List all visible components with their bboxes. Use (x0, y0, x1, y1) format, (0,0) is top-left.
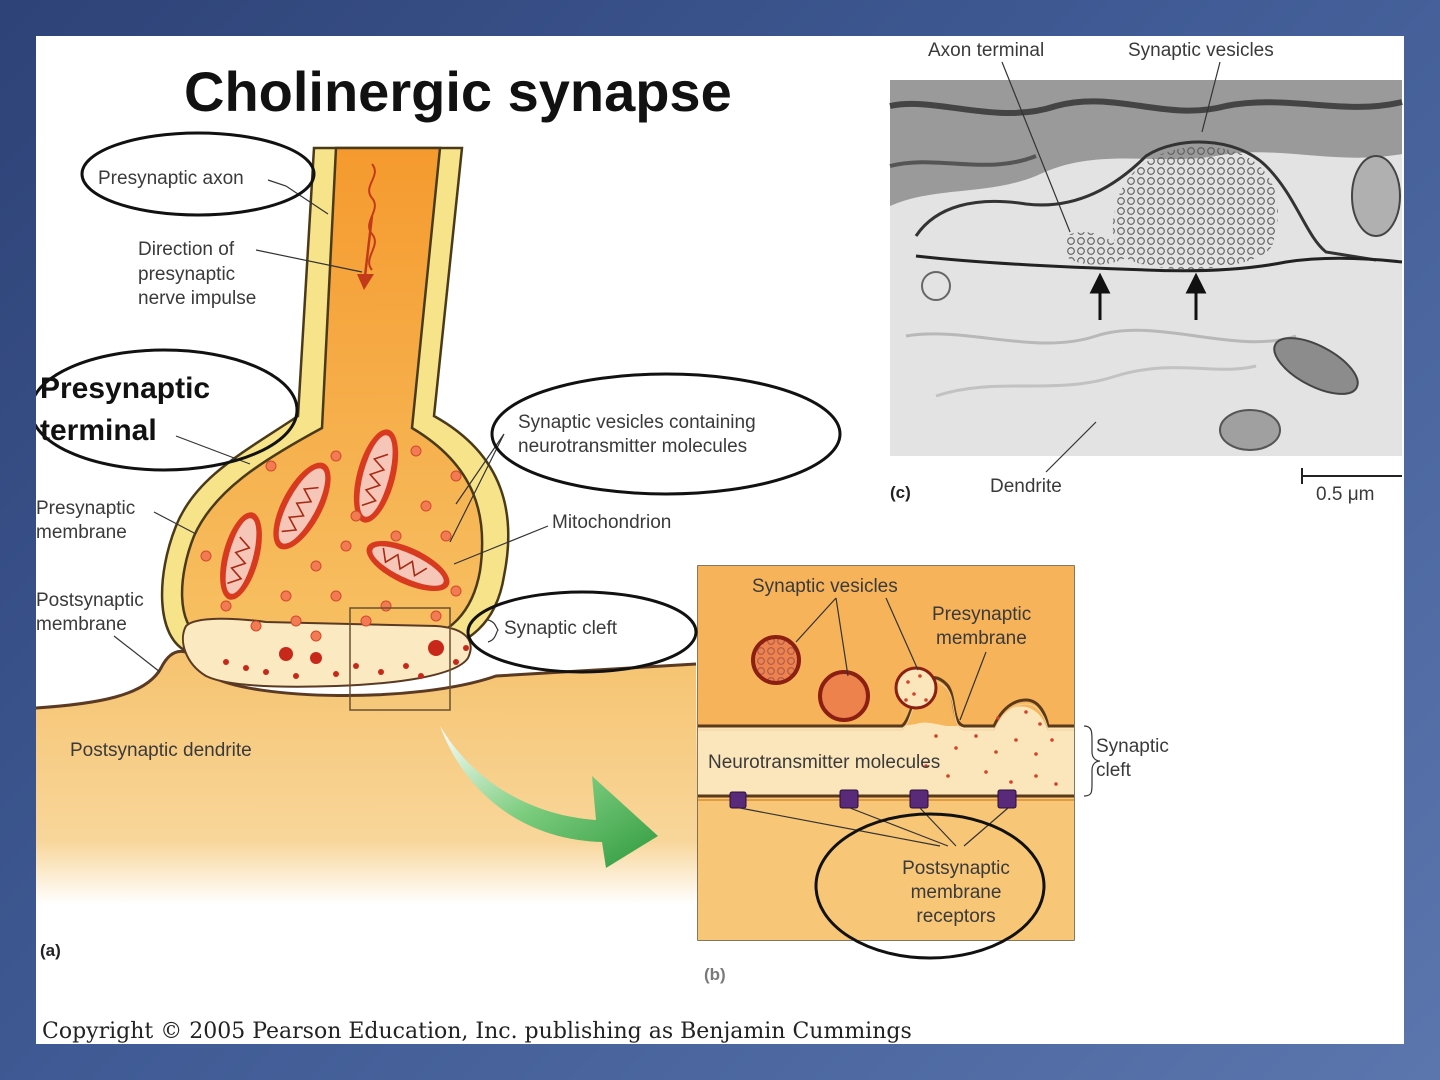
label-b-receptors-2: membrane (911, 882, 1002, 903)
label-postsynaptic-membrane-1: Postsynaptic (36, 590, 144, 611)
label-presynaptic-axon: Presynaptic axon (98, 168, 244, 189)
label-b-presynaptic-membrane-2: membrane (936, 628, 1027, 649)
impulse-arrow-head (357, 274, 374, 290)
label-vesicles-1: Synaptic vesicles containing (518, 412, 756, 433)
highlight-oval-terminal (36, 348, 299, 472)
label-vesicles-2: neurotransmitter molecules (518, 436, 747, 457)
panel-a: Presynaptic axon Direction of presynapti… (36, 131, 842, 960)
panel-c-label: (c) (890, 483, 911, 502)
label-c-dendrite: Dendrite (990, 476, 1062, 497)
zoom-arrow (440, 726, 658, 868)
panel-b: Synaptic vesicles Presynaptic membrane N… (697, 565, 1169, 984)
panel-a-label: (a) (40, 941, 61, 960)
label-direction-3: nerve impulse (138, 288, 256, 309)
highlight-oval-cleft (466, 590, 698, 674)
copyright: Copyright © 2005 Pearson Education, Inc.… (42, 1019, 912, 1044)
label-b-cleft-1: Synaptic (1096, 736, 1169, 757)
label-b-presynaptic-membrane-1: Presynaptic (932, 604, 1031, 625)
receptors (729, 789, 1017, 809)
label-presynaptic-terminal-1: Presynaptic (40, 372, 210, 405)
synaptic-vesicles-a (200, 445, 462, 642)
slide-title: Cholinergic synapse (184, 60, 732, 123)
panel-c: Axon terminal Synaptic vesicles Dendrite… (889, 40, 1403, 505)
label-b-neurotransmitter: Neurotransmitter molecules (708, 752, 940, 773)
release-sites (223, 640, 469, 679)
slide: Cholinergic synapse (36, 36, 1404, 1044)
highlight-oval-axon (80, 131, 316, 217)
label-postsynaptic-membrane-2: membrane (36, 614, 127, 635)
label-b-cleft-2: cleft (1096, 760, 1132, 781)
label-mitochondrion: Mitochondrion (552, 512, 671, 533)
postsynaptic-dendrite-shape (36, 651, 698, 904)
label-synaptic-cleft: Synaptic cleft (504, 618, 618, 639)
label-presynaptic-membrane-2: membrane (36, 522, 127, 543)
zoom-box (349, 607, 451, 711)
label-b-receptors-3: receptors (916, 906, 995, 927)
label-b-vesicles: Synaptic vesicles (752, 576, 898, 597)
label-direction-1: Direction of (138, 239, 235, 260)
label-c-synaptic-vesicles: Synaptic vesicles (1128, 40, 1274, 61)
mitochondria (220, 429, 450, 600)
label-b-receptors-1: Postsynaptic (902, 858, 1010, 879)
label-presynaptic-membrane-1: Presynaptic (36, 498, 135, 519)
impulse-arrow-shaft (363, 215, 374, 277)
synaptic-cleft-band (181, 617, 472, 688)
highlight-oval-receptors (814, 812, 1046, 960)
scale-bar-label: 0.5 μm (1316, 484, 1374, 505)
highlight-oval-vesicles (490, 372, 842, 496)
panel-b-label: (b) (704, 965, 726, 984)
label-postsynaptic-dendrite: Postsynaptic dendrite (70, 740, 252, 761)
label-direction-2: presynaptic (138, 264, 235, 285)
label-c-axon-terminal: Axon terminal (928, 40, 1044, 61)
synapse-diagram: Cholinergic synapse (36, 40, 1403, 1044)
label-presynaptic-terminal-2: terminal (40, 414, 157, 447)
